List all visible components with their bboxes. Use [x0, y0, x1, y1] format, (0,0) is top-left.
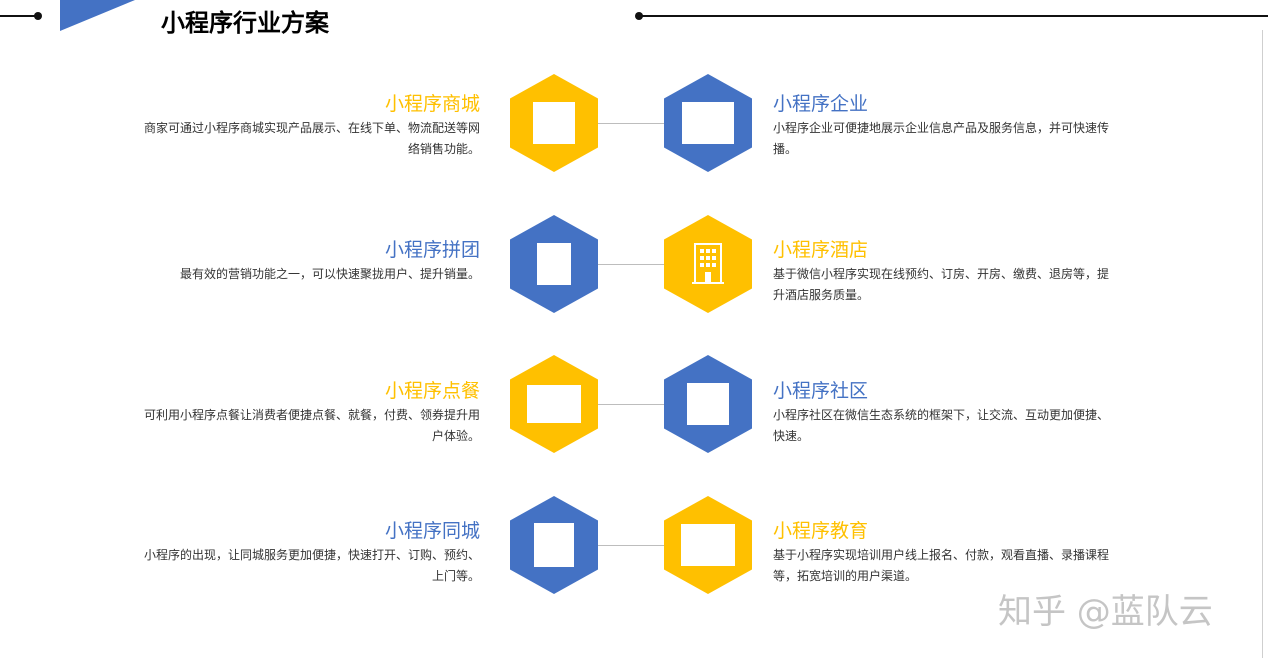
connector-line [598, 545, 664, 546]
item-title-local-city: 小程序同城 [384, 520, 480, 542]
watermark: 知乎 @蓝队云 [998, 592, 1213, 632]
page-right-border [1262, 30, 1263, 658]
item-title-enterprise: 小程序企业 [773, 93, 869, 115]
item-desc-enterprise: 小程序企业可便捷地展示企业信息产品及服务信息，并可快速传播。 [773, 121, 1110, 156]
item-title-community: 小程序社区 [773, 380, 869, 402]
item-title-mall: 小程序商城 [384, 93, 480, 115]
header-dot-left [34, 12, 42, 20]
item-desc-mall: 商家可通过小程序商城实现产品展示、在线下单、物流配送等网络销售功能。 [143, 121, 480, 156]
square-icon [687, 383, 729, 425]
item-title-ordering: 小程序点餐 [384, 380, 480, 402]
connector-line [598, 404, 664, 405]
square-icon [527, 385, 581, 423]
hexagon-community [664, 355, 752, 453]
square-icon [534, 523, 574, 567]
page-title: 小程序行业方案 [161, 9, 329, 37]
header-accent-triangle [60, 0, 135, 31]
hotel-building-icon [692, 243, 724, 284]
item-title-group-buy: 小程序拼团 [384, 239, 480, 261]
hexagon-hotel [664, 215, 752, 313]
hexagon-enterprise [664, 74, 752, 172]
item-desc-ordering: 可利用小程序点餐让消费者便捷点餐、就餐，付费、领券提升用户体验。 [143, 408, 480, 443]
hexagon-ordering [510, 355, 598, 453]
item-title-hotel: 小程序酒店 [773, 239, 869, 261]
square-icon [681, 524, 735, 566]
hexagon-local-city [510, 496, 598, 594]
item-desc-local-city: 小程序的出现，让同城服务更加便捷，快速打开、订购、预约、上门等。 [143, 548, 480, 583]
header-line-left [0, 15, 38, 17]
square-icon [533, 102, 575, 144]
item-desc-education: 基于小程序实现培训用户线上报名、付款，观看直播、录播课程等，拓宽培训的用户渠道。 [773, 548, 1110, 583]
header-line-right [639, 15, 1268, 17]
hexagon-mall [510, 74, 598, 172]
item-desc-hotel: 基于微信小程序实现在线预约、订房、开房、缴费、退房等，提升酒店服务质量。 [773, 267, 1110, 302]
square-icon [682, 102, 734, 144]
connector-line [598, 123, 664, 124]
item-title-education: 小程序教育 [773, 520, 869, 542]
hexagon-education [664, 496, 752, 594]
item-desc-community: 小程序社区在微信生态系统的框架下，让交流、互动更加便捷、快速。 [773, 408, 1110, 443]
hexagon-group-buy [510, 215, 598, 313]
item-desc-group-buy: 最有效的营销功能之一，可以快速聚拢用户、提升销量。 [179, 267, 480, 281]
connector-line [598, 264, 664, 265]
square-icon [537, 243, 571, 285]
